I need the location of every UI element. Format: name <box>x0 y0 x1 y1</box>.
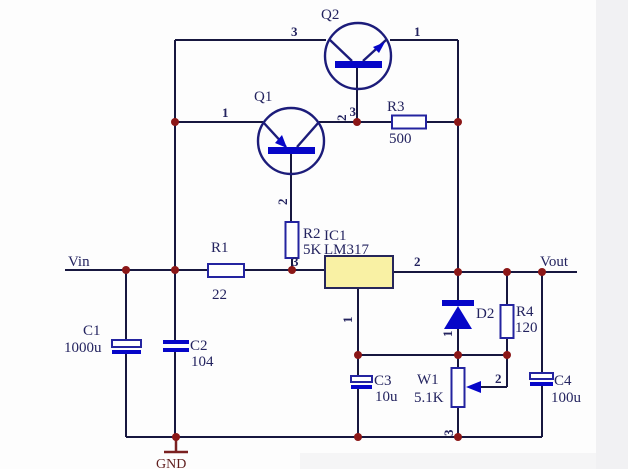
q1-emitter-arrow-icon <box>275 135 287 148</box>
ic1-pin-out-label: 2 <box>414 254 421 269</box>
c2-value-label: 104 <box>191 354 214 370</box>
r4-ref-label: R4 <box>516 304 534 320</box>
transistor-q2 <box>323 21 393 91</box>
labels: Q2 3 1 2 Q1 1 3 2 R3 500 R1 22 R2 5K IC1… <box>64 7 582 469</box>
c4-value-label: 100u <box>551 390 582 406</box>
q1-ref-label: Q1 <box>254 89 272 105</box>
c1-ref-label: C1 <box>83 323 101 339</box>
w1-pin-bottom-label: 3 <box>441 429 456 436</box>
q1-pin-left-label: 1 <box>222 105 229 120</box>
d2-ref-label: D2 <box>476 306 494 322</box>
c3-value-label: 10u <box>375 389 398 405</box>
wire-segments <box>65 39 577 438</box>
resistor-r4 <box>499 304 515 339</box>
q1-base-bar <box>268 147 315 154</box>
w1-pin-top-label: 1 <box>440 331 455 338</box>
ic1-ref-label: IC1 <box>324 228 347 244</box>
w1-wiper-arrow-icon <box>466 381 481 393</box>
transistor-q1 <box>256 106 326 176</box>
q2-pin-bottom-label: 2 <box>334 115 349 122</box>
r2-ref-label: R2 <box>303 226 321 242</box>
q2-body-circle <box>323 21 393 91</box>
r4-value-label: 120 <box>515 320 538 336</box>
ic1-pin-in-label: 3 <box>292 254 299 269</box>
q2-pin-left-label: 3 <box>291 24 298 39</box>
r3-value-label: 500 <box>389 131 412 147</box>
c3-ref-label: C3 <box>374 373 392 389</box>
q2-emitter-arrow-icon <box>373 42 385 53</box>
ic1-part-label: LM317 <box>324 242 370 258</box>
r3-ref-label: R3 <box>387 99 405 115</box>
potentiometer-w1 <box>450 367 481 408</box>
r2-value-label: 5K <box>303 242 322 258</box>
d2-anode-triangle <box>444 306 472 329</box>
q2-pin-right-label: 1 <box>414 24 421 39</box>
q1-pin-bottom-label: 2 <box>275 199 290 206</box>
w1-value-label: 5.1K <box>414 390 444 406</box>
c1-value-label: 1000u <box>64 340 102 356</box>
capacitor-c2 <box>163 340 189 352</box>
ic1-body <box>324 255 394 289</box>
capacitor-c1 <box>111 339 142 354</box>
vin-net-label: Vin <box>68 254 90 270</box>
r1-ref-label: R1 <box>211 240 229 256</box>
q1-pin-right-label: 3 <box>350 104 357 119</box>
right-margin <box>596 0 628 469</box>
resistor-r3 <box>391 114 427 130</box>
q2-ref-label: Q2 <box>321 7 339 23</box>
gnd-net-label: GND <box>156 457 186 469</box>
w1-body <box>450 367 466 408</box>
r1-value-label: 22 <box>212 287 227 303</box>
diode-d2 <box>442 300 474 329</box>
junction-dots <box>122 118 546 441</box>
c2-ref-label: C2 <box>190 338 208 354</box>
q2-base-bar <box>335 61 382 68</box>
bottom-margin <box>300 453 596 469</box>
d2-cathode-bar <box>442 300 474 306</box>
w1-pin-wiper-label: 2 <box>495 371 502 386</box>
capacitor-c3 <box>350 375 373 389</box>
c4-ref-label: C4 <box>554 373 572 389</box>
resistor-r2 <box>284 221 300 259</box>
ic1-pin-adj-label: 1 <box>340 317 355 324</box>
w1-ref-label: W1 <box>417 372 439 388</box>
vout-net-label: Vout <box>540 254 569 270</box>
q1-body-circle <box>256 106 326 176</box>
resistor-r1 <box>207 263 245 278</box>
capacitor-c4 <box>529 372 554 386</box>
